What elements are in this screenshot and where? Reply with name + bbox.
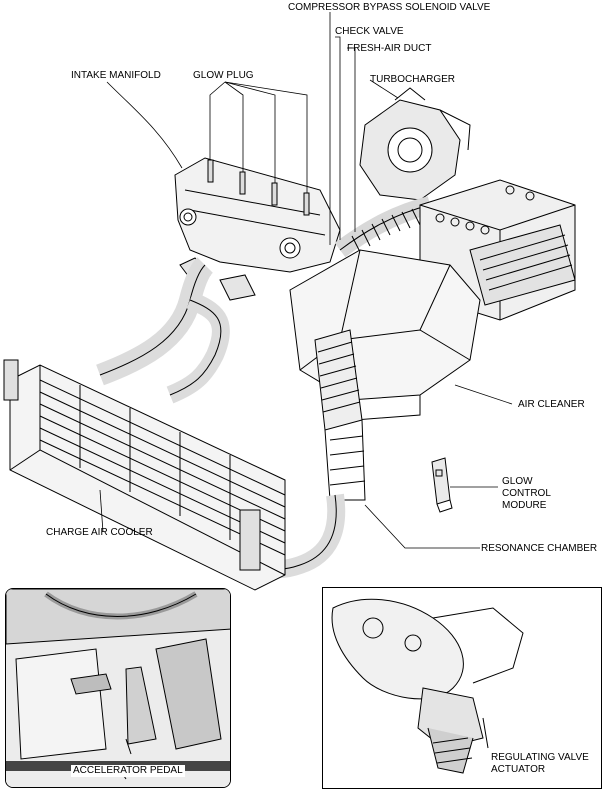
label-glow-control-line2: CONTROL [502, 488, 551, 499]
air-cleaner-drawing [289, 249, 481, 421]
label-check-valve: CHECK VALVE [335, 26, 404, 37]
regulating-valve-illustration [331, 598, 524, 774]
label-regulating-valve-line1: REGULATING VALVE [491, 752, 589, 763]
resonance-chamber-drawing [314, 329, 366, 501]
label-glow-control-line1: GLOW [502, 476, 533, 487]
fresh-air-duct-drawing [334, 196, 433, 258]
label-intake-manifold: INTAKE MANIFOLD [71, 70, 161, 81]
label-accelerator-pedal: ACCELERATOR PEDAL [71, 765, 185, 777]
label-turbocharger: TURBOCHARGER [370, 74, 456, 85]
intake-hose-drawing [96, 257, 230, 404]
label-fresh-air-duct: FRESH-AIR DUCT [347, 43, 432, 54]
label-glow-control-line3: MODURE [502, 500, 547, 511]
glow-plugs-drawing [207, 159, 310, 216]
leader-lines [99, 12, 513, 549]
turbocharger-drawing [359, 87, 471, 201]
glow-control-module-drawing [431, 457, 453, 513]
label-resonance-chamber: RESONANCE CHAMBER [481, 543, 598, 554]
charge-air-cooler-drawing [3, 359, 286, 591]
accelerator-pedal-illustration [6, 589, 230, 787]
label-charge-air-cooler: CHARGE AIR COOLER [46, 527, 153, 538]
label-regulating-valve-line2: ACTUATOR [491, 764, 546, 775]
regulating-valve-inset: REGULATING VALVE ACTUATOR [322, 587, 602, 789]
label-compressor-bypass-solenoid-valve: COMPRESSOR BYPASS SOLENOID VALVE [288, 2, 491, 13]
label-glow-plug: GLOW PLUG [193, 70, 254, 81]
label-air-cleaner: AIR CLEANER [518, 399, 585, 410]
accelerator-pedal-inset: ACCELERATOR PEDAL [5, 588, 231, 788]
